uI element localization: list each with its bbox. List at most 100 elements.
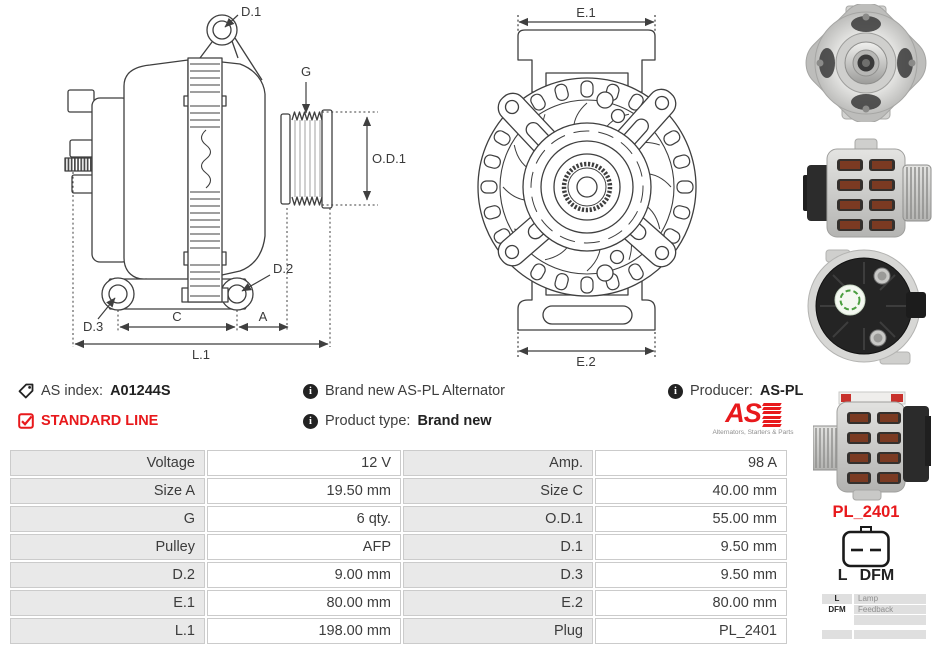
as-index-value: A01244S <box>110 383 171 399</box>
as-pl-logo-stripes <box>762 403 782 428</box>
legend-key: DFM <box>828 604 846 614</box>
label-a: A <box>259 309 268 324</box>
product-photo-side-pulley[interactable] <box>813 386 931 502</box>
legend-row <box>822 629 926 639</box>
spec-row: E.1 80.00 mm E.2 80.00 mm <box>10 590 789 616</box>
spec-table: Voltage 12 V Amp. 98 A Size A 19.50 mm S… <box>10 450 789 646</box>
checkbox-check-icon <box>18 413 34 429</box>
as-pl-logo: AS Alternators, Starters & Parts <box>711 398 795 437</box>
plug-pin-labels: L DFM <box>808 567 924 585</box>
legend-key <box>822 615 852 625</box>
tag-icon <box>18 383 34 399</box>
spec-label: E.2 <box>403 590 593 616</box>
plug-legend-table: L Lamp DFM Feedback <box>822 594 926 640</box>
producer-label: Producer: <box>690 383 753 399</box>
spec-value: 98 A <box>595 450 787 476</box>
technical-drawing-front-view: E.1 <box>477 5 697 369</box>
product-type-row: i Product type: Brand new <box>303 413 492 429</box>
label-d2: D.2 <box>273 261 293 276</box>
brand-new-text: Brand new AS-PL Alternator <box>325 383 506 399</box>
standard-line-label: STANDARD LINE <box>41 413 159 429</box>
spec-row: Pulley AFP D.1 9.50 mm <box>10 534 789 560</box>
spec-label: Pulley <box>10 534 205 560</box>
spec-label: G <box>10 506 205 532</box>
spec-value: 198.00 mm <box>207 618 401 644</box>
spec-value: 19.50 mm <box>207 478 401 504</box>
alternator-body <box>123 59 189 285</box>
front-bracket <box>221 61 266 276</box>
spec-value: 80.00 mm <box>207 590 401 616</box>
product-photo-rear[interactable] <box>806 248 928 366</box>
spec-label: L.1 <box>10 618 205 644</box>
legend-desc <box>854 615 926 625</box>
leader-d1 <box>224 14 239 28</box>
spec-label: Voltage <box>10 450 205 476</box>
product-photo-side-connector[interactable] <box>803 137 933 247</box>
spec-value: 12 V <box>207 450 401 476</box>
spec-label: D.3 <box>403 562 593 588</box>
brand-new-row: i Brand new AS-PL Alternator <box>303 383 505 399</box>
spec-label: Plug <box>403 618 593 644</box>
producer-row: i Producer: AS-PL <box>668 383 803 399</box>
spec-value: PL_2401 <box>595 618 787 644</box>
as-pl-logo-tagline: Alternators, Starters & Parts <box>712 429 794 437</box>
spec-value: AFP <box>207 534 401 560</box>
spec-row: L.1 198.00 mm Plug PL_2401 <box>10 618 789 644</box>
label-d1: D.1 <box>241 4 261 19</box>
label-c: C <box>172 309 181 324</box>
pulley-flange-left <box>280 113 291 205</box>
spec-value: 9.00 mm <box>207 562 401 588</box>
pulley-grooves-top <box>291 111 323 121</box>
label-e2: E.2 <box>576 354 596 369</box>
leader-d2 <box>241 274 271 292</box>
legend-row: L Lamp <box>822 594 926 604</box>
spec-row: Size A 19.50 mm Size C 40.00 mm <box>10 478 789 504</box>
leader-d3 <box>97 297 116 320</box>
product-type-value: Brand new <box>417 413 492 429</box>
product-type-label: Product type: <box>325 413 411 429</box>
legend-row: DFM Feedback <box>822 604 926 614</box>
pulley-grooves-bottom <box>291 196 323 206</box>
spec-value: 6 qty. <box>207 506 401 532</box>
spec-value: 9.50 mm <box>595 534 787 560</box>
spec-value: 9.50 mm <box>595 562 787 588</box>
spec-label: Amp. <box>403 450 593 476</box>
rear-tab-top <box>67 89 95 113</box>
info-icon: i <box>303 413 318 429</box>
spec-row: Voltage 12 V Amp. 98 A <box>10 450 789 476</box>
as-pl-logo-text: AS <box>725 398 762 428</box>
product-photo-front[interactable] <box>800 4 933 122</box>
shaft-splines <box>561 161 613 213</box>
plug-diagram <box>842 526 890 568</box>
spec-row: D.2 9.00 mm D.3 9.50 mm <box>10 562 789 588</box>
as-index-row: AS index: A01244S <box>18 383 171 399</box>
label-e1: E.1 <box>576 5 596 20</box>
shaft-bore <box>576 176 598 198</box>
info-icon: i <box>668 383 683 399</box>
spec-label: O.D.1 <box>403 506 593 532</box>
plug-pin-label-dfm: DFM <box>859 567 895 584</box>
label-g: G <box>301 64 311 79</box>
legend-key: L <box>822 594 852 604</box>
legend-desc: Lamp <box>854 594 926 604</box>
plug-code: PL_2401 <box>832 503 900 521</box>
label-od1: O.D.1 <box>372 151 406 166</box>
as-index-label: AS index: <box>41 383 104 399</box>
spec-label: D.2 <box>10 562 205 588</box>
rear-tab-mid <box>69 139 94 158</box>
standard-line-row: STANDARD LINE <box>18 413 158 429</box>
spec-label: Size C <box>403 478 593 504</box>
label-l1: L.1 <box>192 347 210 362</box>
info-icon: i <box>303 383 318 399</box>
spec-row: G 6 qty. O.D.1 55.00 mm <box>10 506 789 532</box>
top-bracket <box>517 29 656 93</box>
spec-label: Size A <box>10 478 205 504</box>
legend-row <box>822 615 926 625</box>
legend-desc <box>854 629 926 639</box>
bottom-bracket-slot <box>542 305 633 325</box>
spec-value: 40.00 mm <box>595 478 787 504</box>
spec-label: E.1 <box>10 590 205 616</box>
spec-value: 55.00 mm <box>595 506 787 532</box>
spec-label: D.1 <box>403 534 593 560</box>
label-d3: D.3 <box>83 319 103 334</box>
